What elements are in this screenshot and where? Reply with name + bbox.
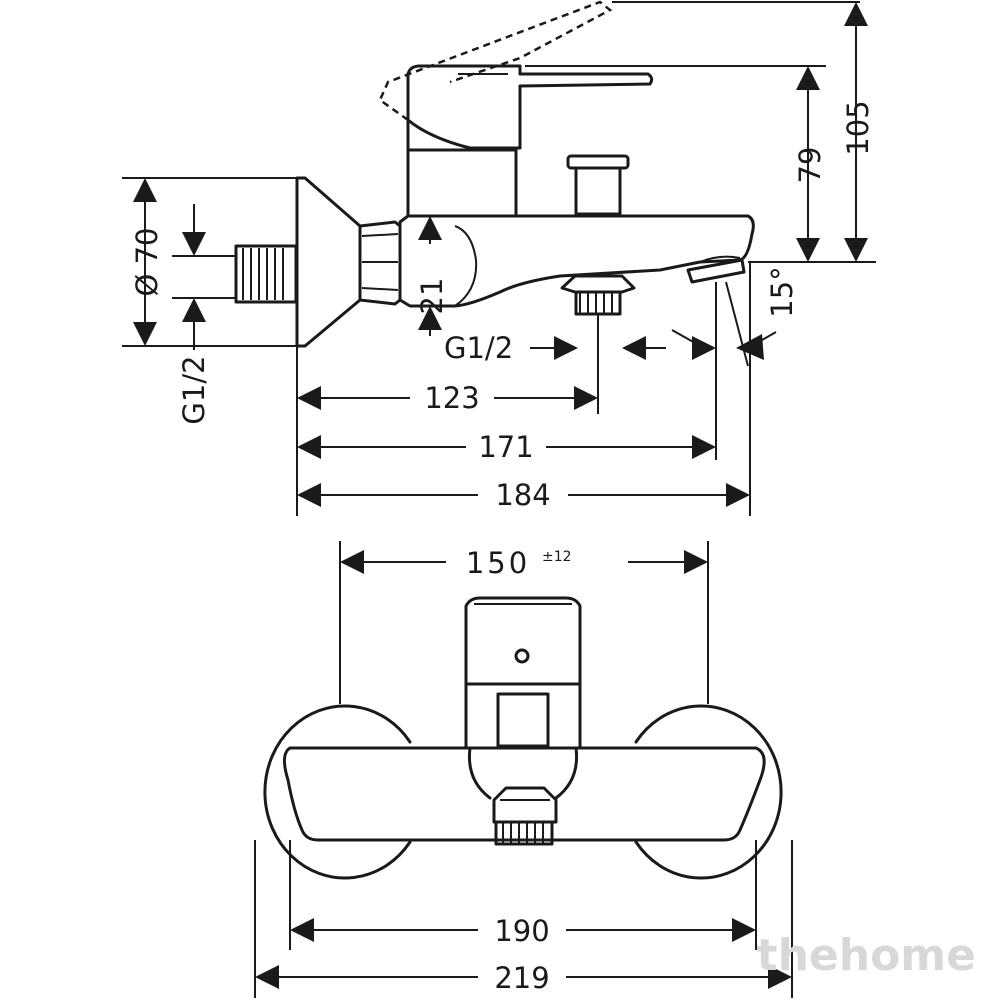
- dim-label-219: 219: [494, 961, 549, 995]
- watermark-logo: thehome: [757, 930, 976, 981]
- dim-label-184: 184: [495, 478, 550, 512]
- dim-label-105: 105: [841, 100, 875, 155]
- dim-label-15-degrees: 15°: [765, 266, 799, 317]
- dim-label-79: 79: [793, 147, 827, 184]
- front-view-faucet: [263, 596, 783, 880]
- side-view-dimensions: [122, 1, 876, 516]
- dim-label-g12-outlet: G1/2: [444, 331, 513, 365]
- dim-label-150: 150: [466, 546, 530, 580]
- dim-label-g12-inlet: G1/2: [177, 355, 211, 424]
- dim-label-150-tolerance: ±12: [542, 549, 572, 565]
- dim-label-190: 190: [494, 914, 549, 948]
- dim-label-171: 171: [478, 430, 533, 464]
- dim-label-21: 21: [415, 278, 449, 315]
- side-view-faucet: [234, 0, 755, 348]
- dim-label-123: 123: [424, 381, 479, 415]
- dim-label-diameter-70: Ø 70: [130, 228, 164, 297]
- front-view-dimensions: [254, 541, 793, 998]
